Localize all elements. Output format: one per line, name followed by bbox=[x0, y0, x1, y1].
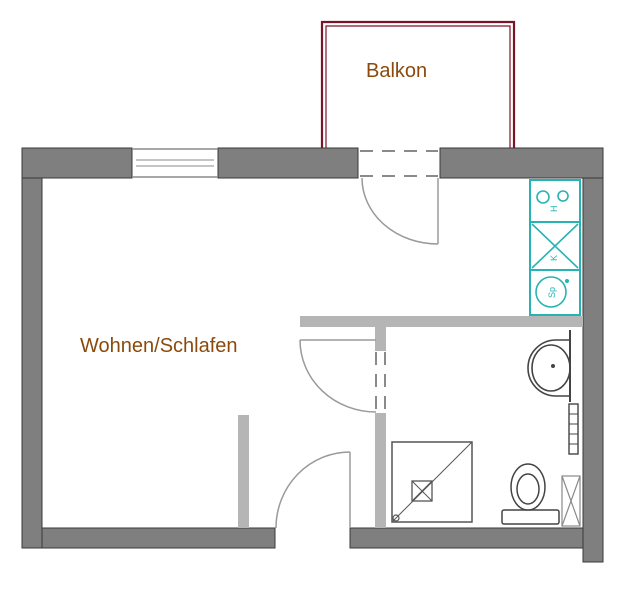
inner-wall-bath-lower bbox=[375, 413, 386, 528]
kitchen-unit bbox=[529, 179, 581, 316]
hob-label: H bbox=[549, 206, 559, 213]
wall-bottom-right bbox=[349, 527, 584, 549]
inner-wall-entry bbox=[238, 415, 249, 528]
balcony-outline bbox=[320, 20, 516, 148]
exterior-walls bbox=[21, 147, 604, 563]
shower-drain-icon bbox=[411, 480, 433, 502]
wall-bottom-left bbox=[41, 527, 276, 549]
hob-left-burner-icon bbox=[536, 190, 550, 204]
entrance-door-swing bbox=[275, 451, 351, 529]
shower-tray bbox=[391, 441, 473, 523]
wall-top-left bbox=[21, 147, 133, 179]
room-label-wohnen-schlafen: Wohnen/Schlafen bbox=[80, 335, 238, 357]
toilet-icon bbox=[501, 463, 560, 525]
kitchen-labels: H K Sp bbox=[547, 206, 559, 299]
bathroom-washbasin bbox=[527, 330, 571, 402]
balcony-door-threshold bbox=[360, 150, 438, 177]
wall-top-right bbox=[439, 147, 604, 179]
wall-top-middle bbox=[217, 147, 359, 179]
bathroom-door-swing bbox=[299, 339, 377, 413]
wall-right bbox=[582, 177, 604, 563]
bathroom-shelf bbox=[561, 475, 581, 527]
kitchen-sink-label: Sp bbox=[547, 287, 557, 298]
kitchen-sink-icon bbox=[535, 276, 567, 308]
wall-left bbox=[21, 177, 43, 549]
inner-wall-bath-upper bbox=[375, 327, 386, 351]
bathroom-door-threshold bbox=[375, 352, 386, 412]
kitchen-cross-label: K bbox=[549, 255, 559, 261]
inner-walls bbox=[238, 316, 583, 528]
room-label-balkon: Balkon bbox=[366, 60, 428, 82]
window-top bbox=[132, 148, 218, 178]
hob-right-burner-icon bbox=[557, 190, 569, 202]
radiator-icon bbox=[568, 403, 579, 455]
balcony-door-swing bbox=[361, 177, 439, 245]
inner-wall-horizontal bbox=[300, 316, 583, 327]
